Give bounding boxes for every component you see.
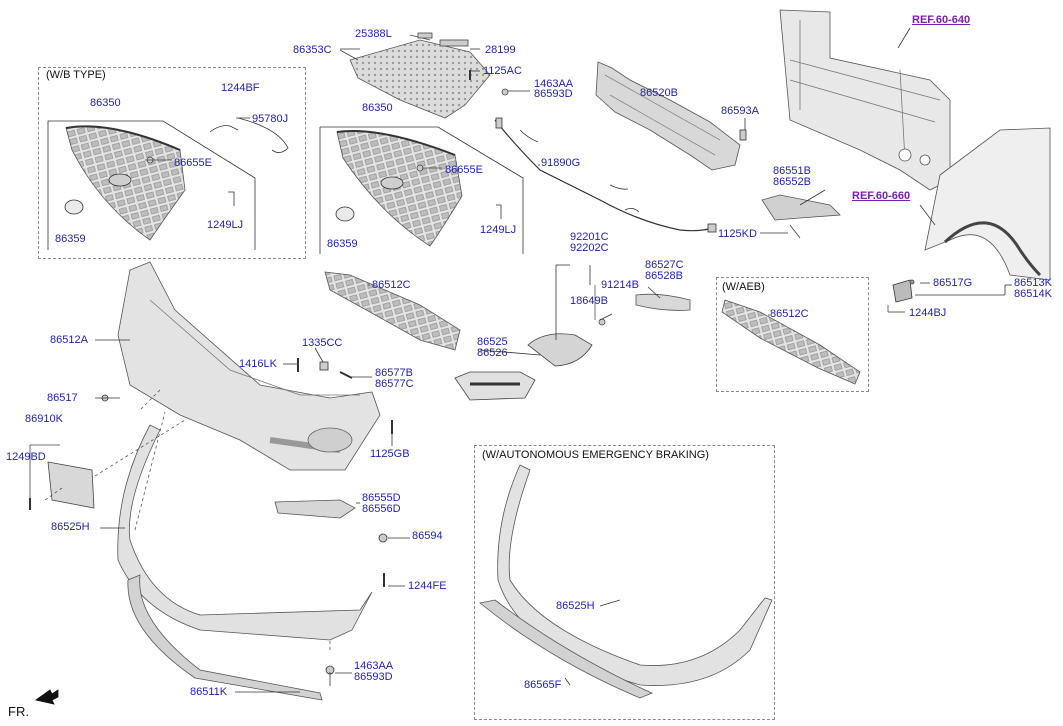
part-label-86551b[interactable]: 86551B [773,165,811,177]
w-autonomous-box [474,445,775,720]
part-label-86353c[interactable]: 86353C [293,44,332,56]
license-bracket [29,444,95,509]
part-label-86350[interactable]: 86350 [362,102,393,114]
part-label-1244bf[interactable]: 1244BF [221,82,260,94]
part-label-86526[interactable]: 86526 [477,347,508,359]
wiring-harness [494,117,717,233]
part-label-1416lk[interactable]: 1416LK [239,358,277,370]
assembly-lines [44,389,331,650]
w-autonomous-box-title: (W/AUTONOMOUS EMERGENCY BRAKING) [482,449,709,461]
part-label-86527c[interactable]: 86527C [645,259,684,271]
part-label-25388l[interactable]: 25388L [355,28,392,40]
part-label-28199[interactable]: 28199 [485,44,516,56]
part-label-86593a[interactable]: 86593A [721,105,759,117]
part-label-86359[interactable]: 86359 [327,238,358,250]
part-label-1244bj[interactable]: 1244BJ [909,307,947,319]
part-label-1125gb[interactable]: 1125GB [370,448,410,460]
part-label-86512a[interactable]: 86512A [50,334,88,346]
radiator-support [779,9,951,191]
part-label-86552b[interactable]: 86552B [773,176,811,188]
part-label-86594[interactable]: 86594 [412,530,443,542]
bumper-beam [595,61,747,171]
part-label-1125ac[interactable]: 1125AC [483,65,522,77]
part-label-1249lj[interactable]: 1249LJ [480,224,517,236]
part-label-86593d-bottom[interactable]: 86593D [354,671,393,683]
part-label-1463aa-bottom[interactable]: 1463AA [354,660,394,672]
part-label-86577c[interactable]: 86577C [375,378,414,390]
grille-assembly-wb [47,117,289,250]
part-label-91214b[interactable]: 91214B [601,279,639,291]
part-label-86359-wb[interactable]: 86359 [55,233,86,245]
fog-lamp-bezel [454,285,606,401]
part-label-1249bd[interactable]: 1249BD [6,451,46,463]
part-label-1249lj-wb[interactable]: 1249LJ [207,219,244,231]
part-label-1335cc[interactable]: 1335CC [302,337,343,349]
autonomous-bumper [479,464,773,699]
front-direction-label: FR. [8,704,29,719]
lower-bumper [117,424,373,641]
part-label-86513k[interactable]: 86513K [1014,277,1052,289]
grille-assembly [319,126,524,254]
part-label-86555d[interactable]: 86555D [362,492,401,504]
side-bracket [761,194,841,239]
part-label-86514k[interactable]: 86514K [1014,288,1052,300]
part-label-86512c[interactable]: 86512C [372,279,411,291]
wb-type-box-title: (W/B TYPE) [46,69,106,81]
w-aeb-box [716,277,869,392]
bumper-lip [127,574,323,701]
lower-grille [324,271,461,351]
bumper-side-bracket [887,279,915,312]
garnish-trim [274,499,356,519]
part-label-86517g[interactable]: 86517G [933,277,973,289]
part-label-86511k[interactable]: 86511K [190,686,228,698]
wb-type-box [38,67,306,259]
part-label-86520b[interactable]: 86520B [640,87,678,99]
part-label-18649b[interactable]: 18649B [570,295,608,307]
engine-cover [339,32,509,119]
aeb-lower-grille [721,299,861,385]
leader-lines [95,48,1012,693]
part-label-86556d[interactable]: 86556D [362,503,401,515]
part-label-86525h[interactable]: 86525H [51,521,90,533]
part-label-86593d-top[interactable]: 86593D [534,88,573,100]
part-label-86525h-aeb[interactable]: 86525H [556,600,595,612]
front-arrow-icon [35,689,59,705]
part-label-86525[interactable]: 86525 [477,336,508,348]
ref-60-640-link[interactable]: REF.60-640 [912,14,971,26]
part-label-86350-wb[interactable]: 86350 [90,97,121,109]
reflector [635,293,691,311]
part-label-86655e[interactable]: 86655E [445,164,483,176]
part-label-86910k[interactable]: 86910K [25,413,63,425]
fender [919,127,1051,281]
part-label-86512c-aeb[interactable]: 86512C [770,308,809,320]
part-label-91890g[interactable]: 91890G [541,157,581,169]
part-label-1463aa-top[interactable]: 1463AA [534,78,574,90]
part-label-86655e-wb[interactable]: 86655E [174,157,212,169]
w-aeb-box-title: (W/AEB) [722,281,765,293]
part-label-86565f[interactable]: 86565F [524,679,562,691]
part-label-95780j[interactable]: 95780J [252,113,289,125]
front-bumper-cover [117,261,381,471]
part-label-92202c[interactable]: 92202C [570,242,609,254]
part-label-1125kd[interactable]: 1125KD [718,228,757,240]
part-label-86528b[interactable]: 86528B [645,270,683,282]
ref-60-660-link[interactable]: REF.60-660 [852,190,911,202]
part-label-86577b[interactable]: 86577B [375,367,413,379]
part-label-1244fe[interactable]: 1244FE [408,580,447,592]
part-label-92201c[interactable]: 92201C [570,231,609,243]
part-label-86517[interactable]: 86517 [47,392,78,404]
